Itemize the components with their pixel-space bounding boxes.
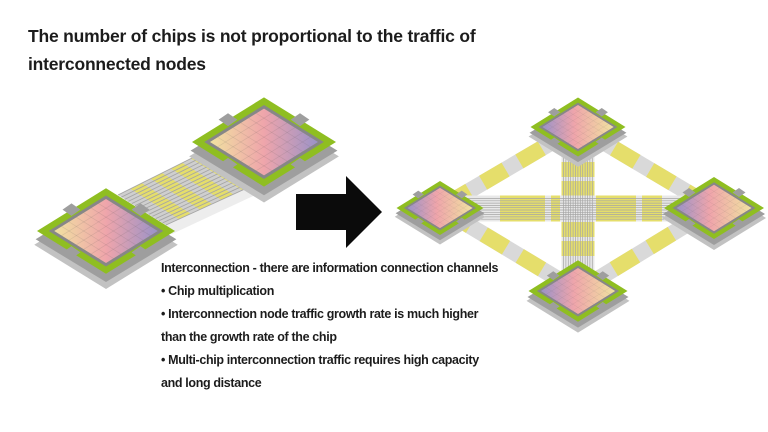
note-line: • Interconnection node traffic growth ra…: [161, 307, 479, 321]
note-line: • Chip multiplication: [161, 284, 274, 298]
right-arrow-icon: [296, 176, 382, 248]
interconnection-notes: Interconnection - there are information …: [161, 257, 498, 395]
two-chip-diagram: [34, 97, 339, 289]
title-line: interconnected nodes: [28, 54, 206, 74]
ribbon-wires: [117, 150, 259, 226]
note-line: than the growth rate of the chip: [161, 330, 337, 344]
title-line: The number of chips is not proportional …: [28, 26, 476, 46]
note-line: Interconnection - there are information …: [161, 261, 499, 275]
vertical-ribbon-wires: [563, 145, 593, 273]
four-chip-mesh-diagram: [394, 97, 766, 333]
note-line: • Multi-chip interconnection traffic req…: [161, 353, 479, 367]
page-title: The number of chips is not proportional …: [28, 22, 476, 78]
horizontal-ribbon-wires: [452, 198, 702, 220]
note-line: and long distance: [161, 376, 262, 390]
